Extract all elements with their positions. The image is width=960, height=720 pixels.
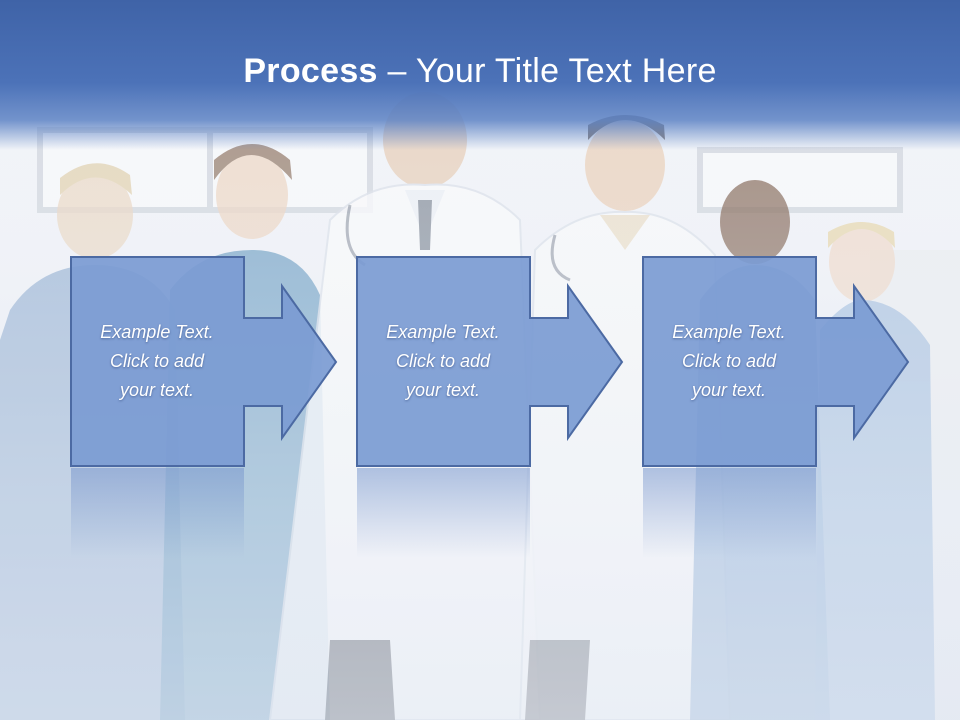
title-band: [0, 0, 960, 150]
title-bold-word: Process: [243, 52, 378, 90]
arrow-box-shape: [642, 256, 910, 467]
step-1-reflection: [71, 468, 244, 558]
step-line-2: Click to add: [109, 350, 205, 371]
step-line-2: Click to add: [395, 350, 491, 371]
slide-title[interactable]: Process – Your Title Text Here: [0, 52, 960, 91]
step-line-1: Example Text.: [100, 321, 214, 342]
step-2-reflection: [357, 468, 530, 558]
step-text: Example Text. Click to add your text.: [72, 256, 242, 466]
title-text: – Your Title Text Here: [377, 52, 717, 90]
arrow-box-shape: [70, 256, 338, 467]
step-line-3: your text.: [119, 379, 194, 400]
step-text: Example Text. Click to add your text.: [358, 256, 528, 466]
step-line-1: Example Text.: [386, 321, 500, 342]
step-text: Example Text. Click to add your text.: [644, 256, 814, 466]
step-3-reflection: [643, 468, 816, 558]
step-line-2: Click to add: [681, 350, 777, 371]
step-line-3: your text.: [691, 379, 766, 400]
arrow-box-shape: [356, 256, 624, 467]
step-line-1: Example Text.: [672, 321, 786, 342]
step-line-3: your text.: [405, 379, 480, 400]
